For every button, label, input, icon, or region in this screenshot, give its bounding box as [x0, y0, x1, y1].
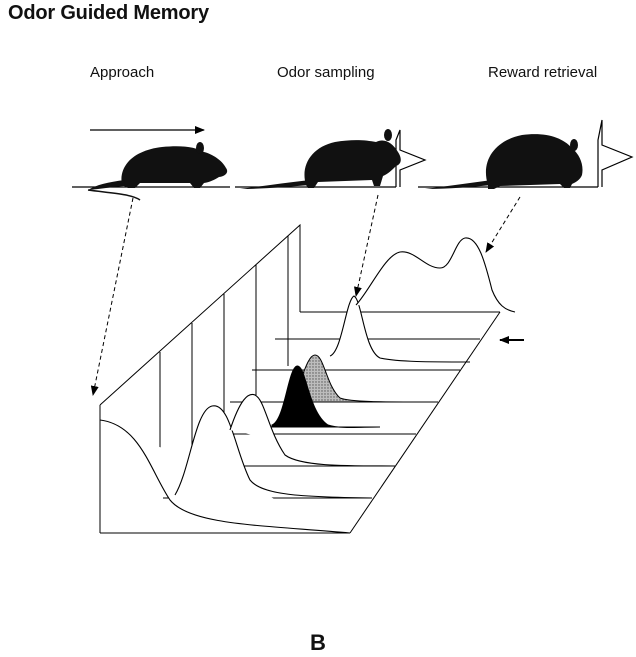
rat-reward-icon	[418, 119, 634, 189]
phase-label-odor-sampling: Odor sampling	[277, 64, 375, 81]
curve-row-2	[174, 405, 373, 499]
rat-approach-icon	[72, 142, 230, 201]
connector-odor	[354, 194, 379, 297]
rat-sampling-icon	[235, 129, 427, 189]
figure-title: Odor Guided Memory	[8, 2, 209, 24]
gray-peak	[288, 354, 439, 403]
panel-label: B	[310, 630, 326, 655]
curve-row-reward	[355, 237, 516, 313]
phase-label-reward-retrieval: Reward retrieval	[488, 64, 598, 81]
curve-row-3	[229, 393, 396, 467]
connector-reward	[485, 196, 521, 253]
connector-approach	[90, 197, 134, 396]
phase-label-approach: Approach	[90, 64, 155, 81]
curve-row-odor	[329, 295, 471, 363]
black-peak	[271, 365, 381, 428]
